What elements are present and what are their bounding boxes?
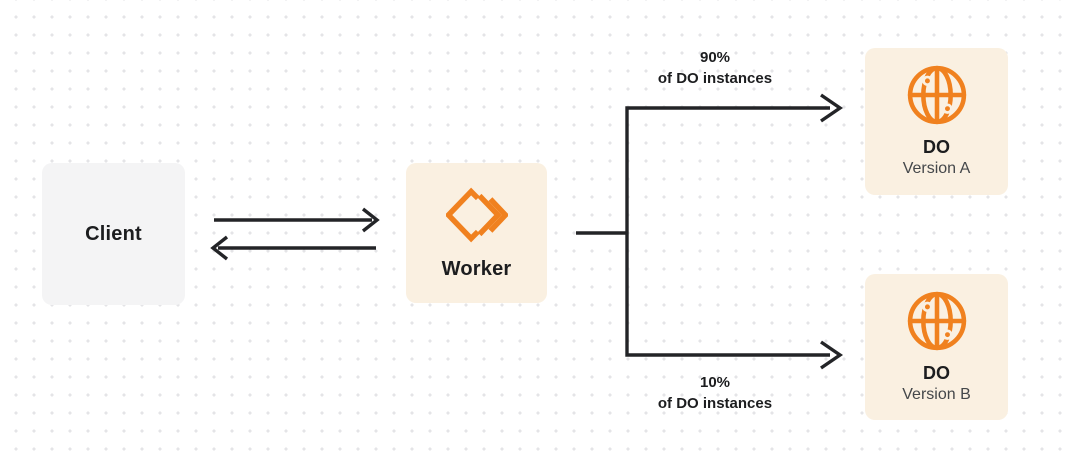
do-a-title: DO (923, 137, 950, 157)
edge-label-10-percent-value: 10% (699, 374, 731, 391)
arrow-worker-to-client-head (210, 235, 229, 261)
edge-label-90-percent-value: 90% (699, 49, 731, 66)
do-a-subtitle: Version A (902, 160, 971, 177)
client-label: Client (85, 222, 142, 245)
arrow-client-to-worker-head (361, 207, 380, 233)
do-b-title: DO (923, 362, 950, 383)
node-do-version-b: DO Version B (865, 274, 1008, 420)
worker-label: Worker (441, 257, 512, 280)
arrow-to-do-a-head (820, 93, 844, 123)
durable-object-globe-icon (907, 291, 966, 350)
edge-label-90-percent: 90% of DO instances (610, 47, 820, 89)
edge-label-90-percent-caption: of DO instances (657, 70, 773, 87)
node-do-version-a: DO Version A (865, 48, 1008, 195)
fork-branches (625, 106, 830, 357)
node-worker: Worker (406, 163, 547, 303)
durable-object-globe-icon (907, 65, 966, 125)
edge-label-10-percent-caption: of DO instances (657, 395, 773, 412)
workers-brackets-icon (445, 187, 508, 242)
edge-label-10-percent: 10% of DO instances (610, 372, 820, 414)
node-client: Client (42, 163, 185, 305)
arrow-to-do-b-head (820, 340, 844, 370)
do-b-subtitle: Version B (902, 385, 971, 403)
